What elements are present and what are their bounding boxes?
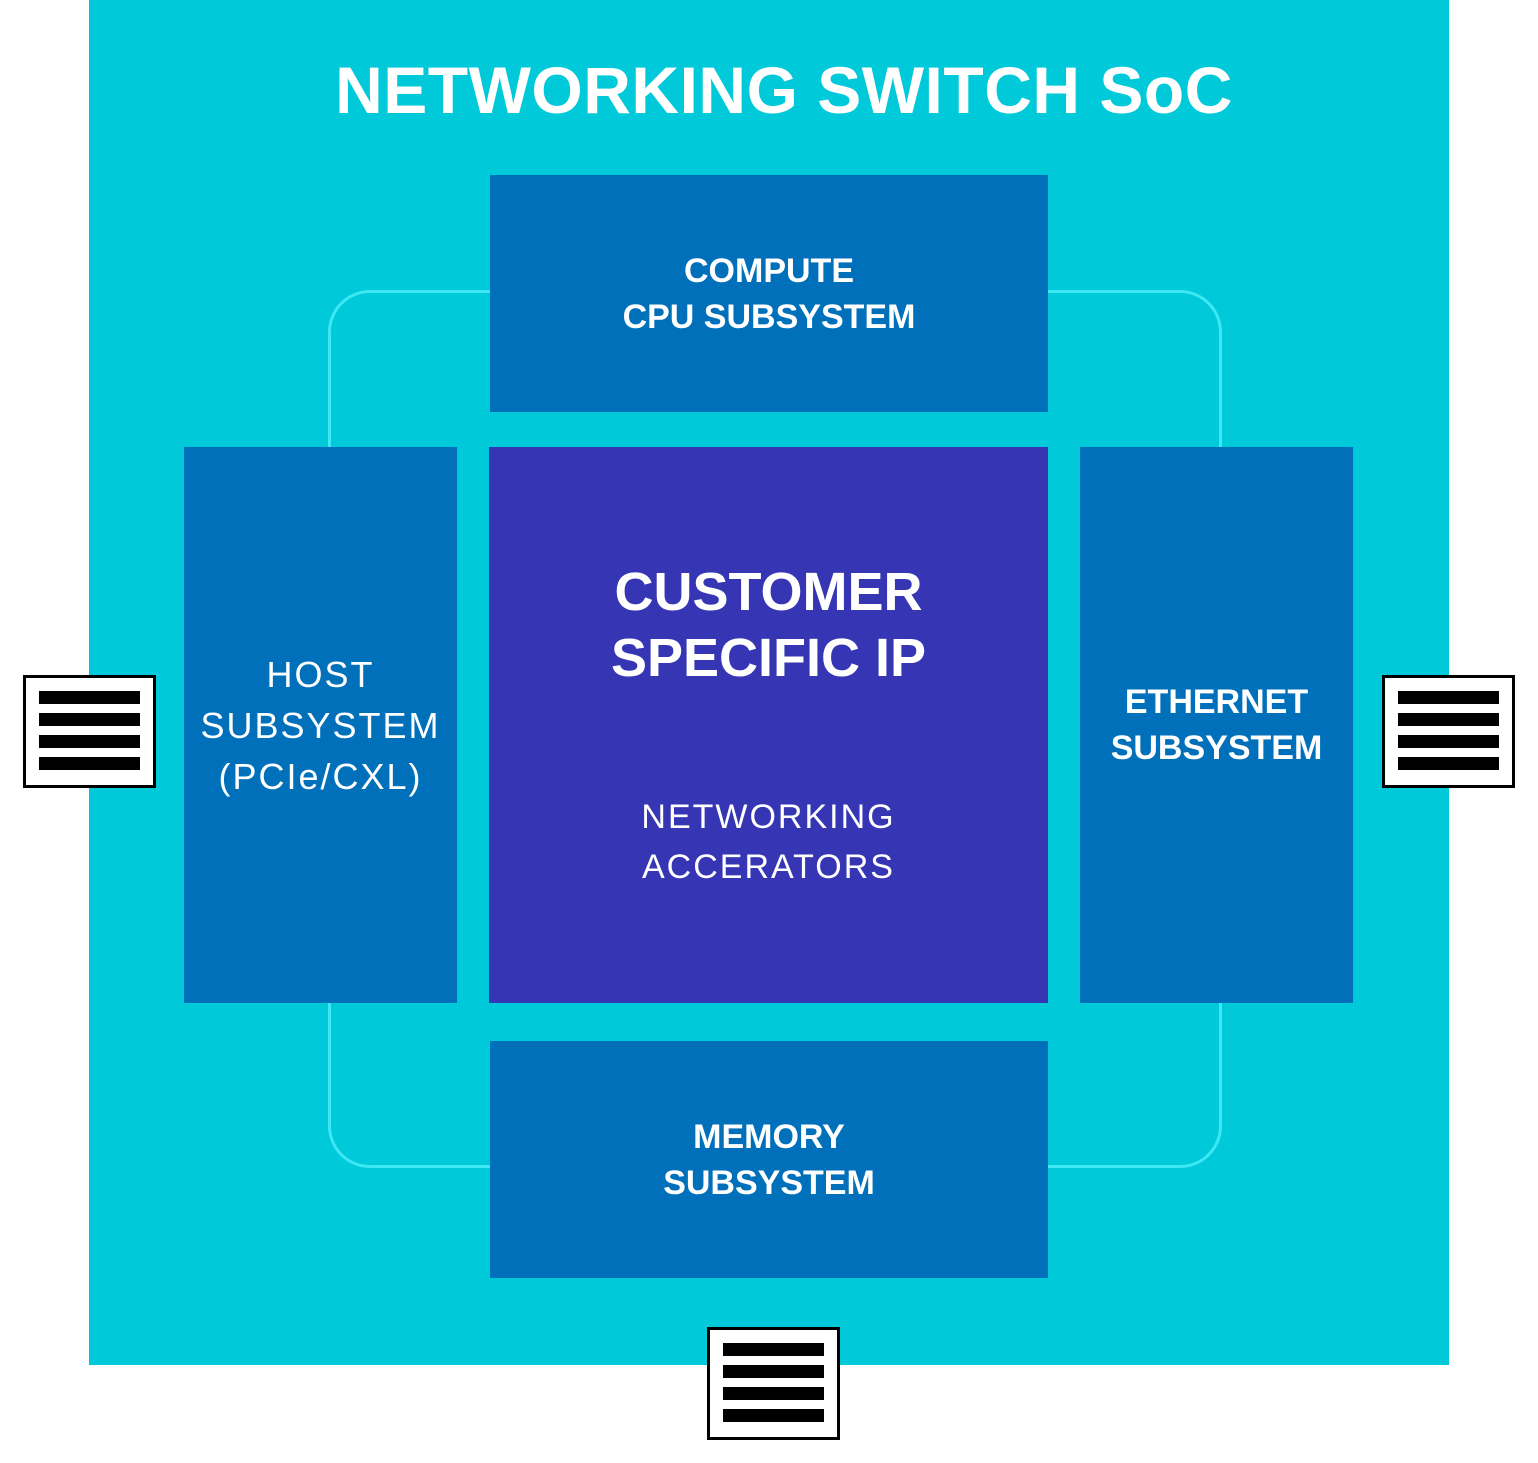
host-label-line-3: (PCIe/CXL) (218, 755, 423, 797)
ethernet-label-line-1: ETHERNET (1124, 683, 1309, 721)
compute-label-line-2: CPU SUBSYSTEM (622, 297, 916, 336)
left-port-icon (23, 675, 156, 788)
host-label-line-2: SUBSYSTEM (200, 704, 441, 746)
diagram-title: NETWORKING SWITCH SoC (335, 53, 1233, 127)
compute-cpu-subsystem-block: COMPUTE CPU SUBSYSTEM (490, 175, 1048, 412)
bottom-port-icon (707, 1327, 840, 1440)
ethernet-label-line-2: SUBSYSTEM (1110, 729, 1323, 767)
accel-line-2: ACCERATORS (641, 848, 895, 886)
host-label-line-1: HOST (266, 653, 375, 695)
memory-subsystem-block: MEMORY SUBSYSTEM (490, 1041, 1048, 1278)
accel-line-1: NETWORKING (641, 798, 896, 836)
right-port-icon (1382, 675, 1515, 788)
memory-label-line-1: MEMORY (693, 1117, 845, 1156)
networking-accelerators-label: NETWORKING ACCERATORS (489, 792, 1048, 892)
customer-title-line-2: SPECIFIC IP (610, 628, 927, 688)
customer-ip-title: CUSTOMER SPECIFIC IP (489, 559, 1048, 691)
customer-title-line-1: CUSTOMER (614, 562, 923, 622)
host-subsystem-block: HOST SUBSYSTEM (PCIe/CXL) (184, 447, 457, 1003)
compute-label-line-1: COMPUTE (684, 251, 854, 290)
customer-specific-ip-block: CUSTOMER SPECIFIC IP NETWORKING ACCERATO… (489, 447, 1048, 1003)
ethernet-subsystem-block: ETHERNET SUBSYSTEM (1080, 447, 1353, 1003)
memory-label-line-2: SUBSYSTEM (663, 1163, 875, 1202)
